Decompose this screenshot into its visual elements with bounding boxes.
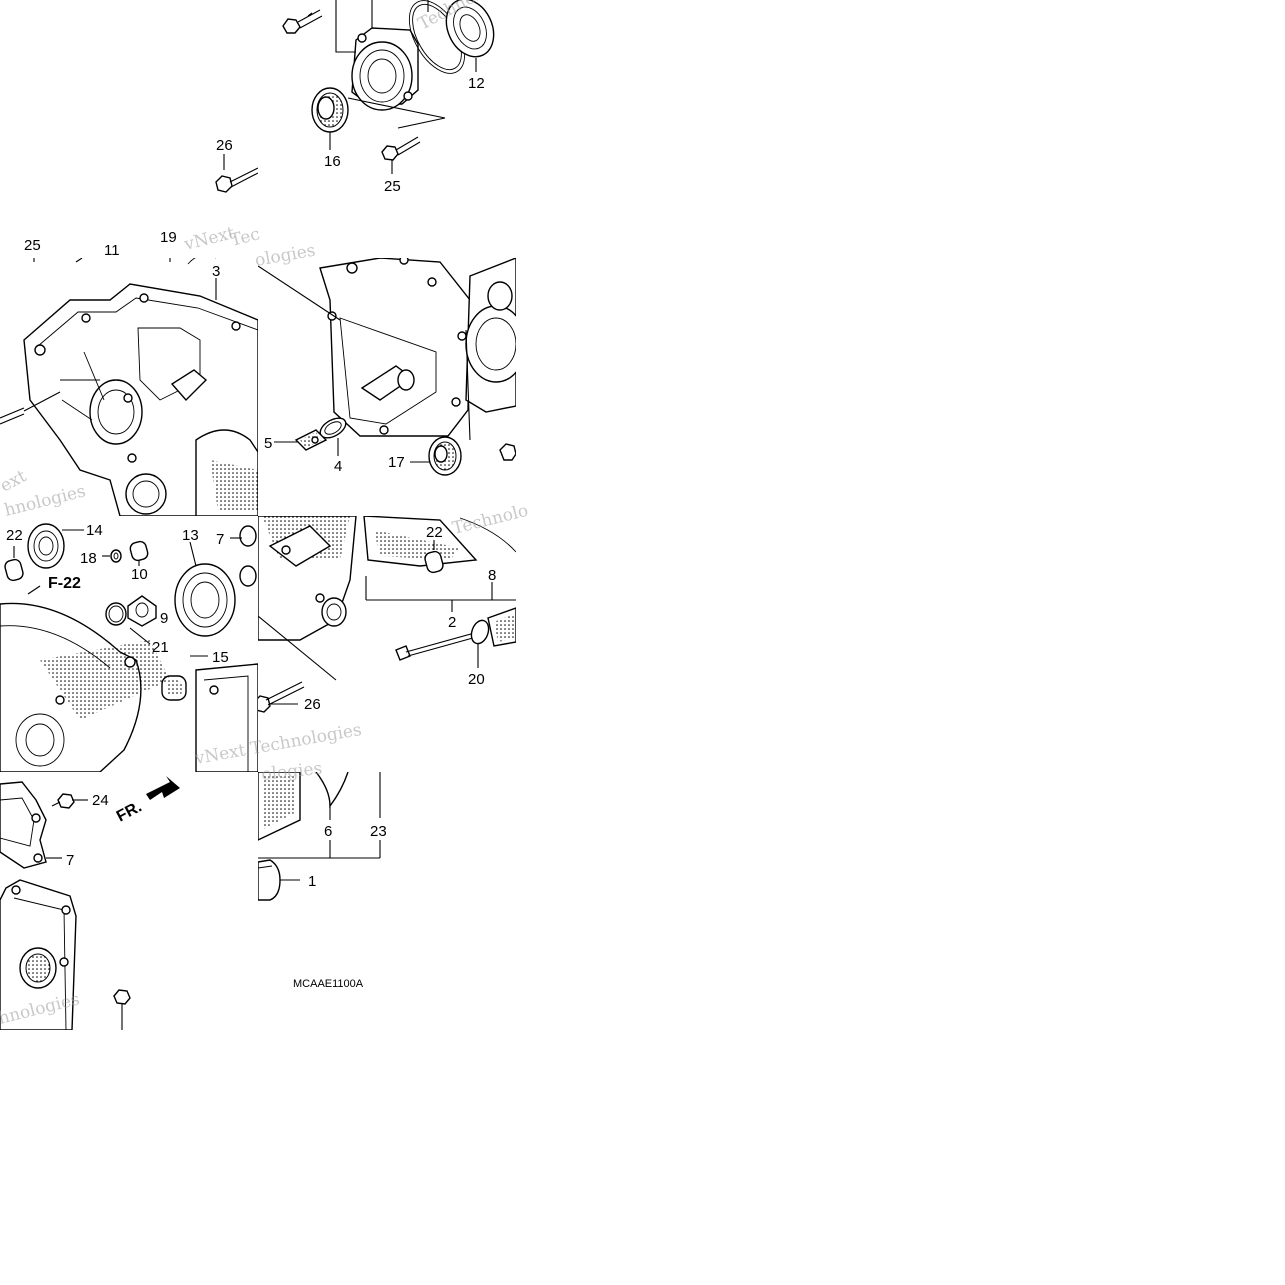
case-lower-section	[258, 516, 516, 641]
callout-17: 17	[388, 454, 405, 471]
seal-16	[311, 87, 349, 133]
callout-14: 14	[86, 522, 103, 539]
cover-plate-right	[195, 663, 258, 772]
crankcase-right	[258, 258, 516, 441]
bolt-upper	[282, 9, 323, 34]
bolt-25-top	[381, 136, 421, 174]
bearing-14	[27, 523, 65, 569]
callout-12: 12	[468, 75, 485, 92]
collar-10	[129, 540, 149, 562]
lower-cover	[0, 879, 77, 1030]
callout-18: 18	[80, 550, 97, 567]
bolt-24	[51, 793, 88, 809]
callout-6: 6	[324, 823, 332, 840]
callout-10: 10	[131, 566, 148, 583]
bolt-26-top	[215, 154, 258, 193]
callout-20: 20	[468, 671, 485, 688]
dipstick-20	[395, 607, 516, 661]
callout-25-left: 25	[24, 237, 41, 254]
tile-top-middle	[282, 0, 495, 174]
callout-3: 3	[212, 263, 220, 280]
callout-23: 23	[370, 823, 387, 840]
callout-22-left: 22	[6, 527, 23, 544]
cap-1	[258, 859, 281, 901]
plate-gasket-7	[0, 781, 47, 869]
callout-labels: 1 2 3 4 5 6 7 7 8 9 10 11 12 13 14 15 16…	[6, 75, 496, 890]
bearing-12	[445, 0, 495, 58]
callout-26-top: 26	[216, 137, 233, 154]
seal-17	[428, 436, 462, 476]
dowel-22-right	[424, 550, 444, 574]
tile-middle-left	[0, 258, 258, 516]
gasket-cover-left	[0, 602, 170, 772]
gasket-6	[258, 772, 349, 841]
diagram-code: MCAAE1100A	[293, 978, 364, 990]
callout-19: 19	[160, 229, 177, 246]
watermark-10: Technolo	[450, 501, 530, 539]
callout-11: 11	[104, 242, 120, 259]
callout-22-right: 22	[426, 524, 443, 541]
tile-bottom-middle	[258, 772, 381, 901]
front-direction-label: FR.	[114, 798, 145, 825]
callout-2: 2	[448, 614, 456, 631]
watermark-3: ext	[0, 466, 30, 496]
joint-9	[127, 595, 157, 627]
callout-7-lower: 7	[66, 852, 74, 869]
watermark-8: ologies	[260, 759, 323, 785]
plug-4-5	[294, 417, 347, 451]
tile-middle-middle	[258, 258, 516, 476]
callout-15: 15	[212, 649, 229, 666]
callout-26-lower: 26	[304, 696, 321, 713]
seal-7-left	[239, 525, 257, 587]
o-ring-21	[105, 602, 127, 626]
callout-4: 4	[334, 458, 342, 475]
callout-9: 9	[160, 610, 168, 627]
crankcase-left	[23, 283, 258, 516]
watermark-1: vNext	[181, 223, 236, 255]
dowel-22-left	[4, 558, 24, 582]
bushing-15	[161, 675, 187, 701]
tile-bottom-left	[0, 776, 180, 1030]
bearing-13	[174, 563, 236, 637]
bearing-housing	[351, 27, 419, 111]
bolt-26-lower	[258, 681, 305, 713]
bolt-bottom	[113, 989, 131, 1030]
watermark-2: Tec	[228, 224, 262, 251]
callout-24: 24	[92, 792, 109, 809]
reference-label: F-22	[48, 575, 81, 592]
callout-8: 8	[488, 567, 496, 584]
tile-top-left	[215, 154, 258, 193]
washer-18	[110, 549, 122, 563]
tile-lower-left	[0, 523, 258, 772]
callout-13: 13	[182, 527, 199, 544]
watermark-6: ologies	[253, 241, 317, 271]
callout-21: 21	[152, 639, 169, 656]
callout-1: 1	[308, 873, 316, 890]
tile-lower-middle	[258, 516, 516, 713]
callout-7-upper: 7	[216, 531, 224, 548]
front-direction-arrow	[146, 776, 180, 800]
callout-25-top: 25	[384, 178, 401, 195]
callout-16: 16	[324, 153, 341, 170]
stud-bolt	[0, 391, 61, 425]
callout-5: 5	[264, 435, 272, 452]
